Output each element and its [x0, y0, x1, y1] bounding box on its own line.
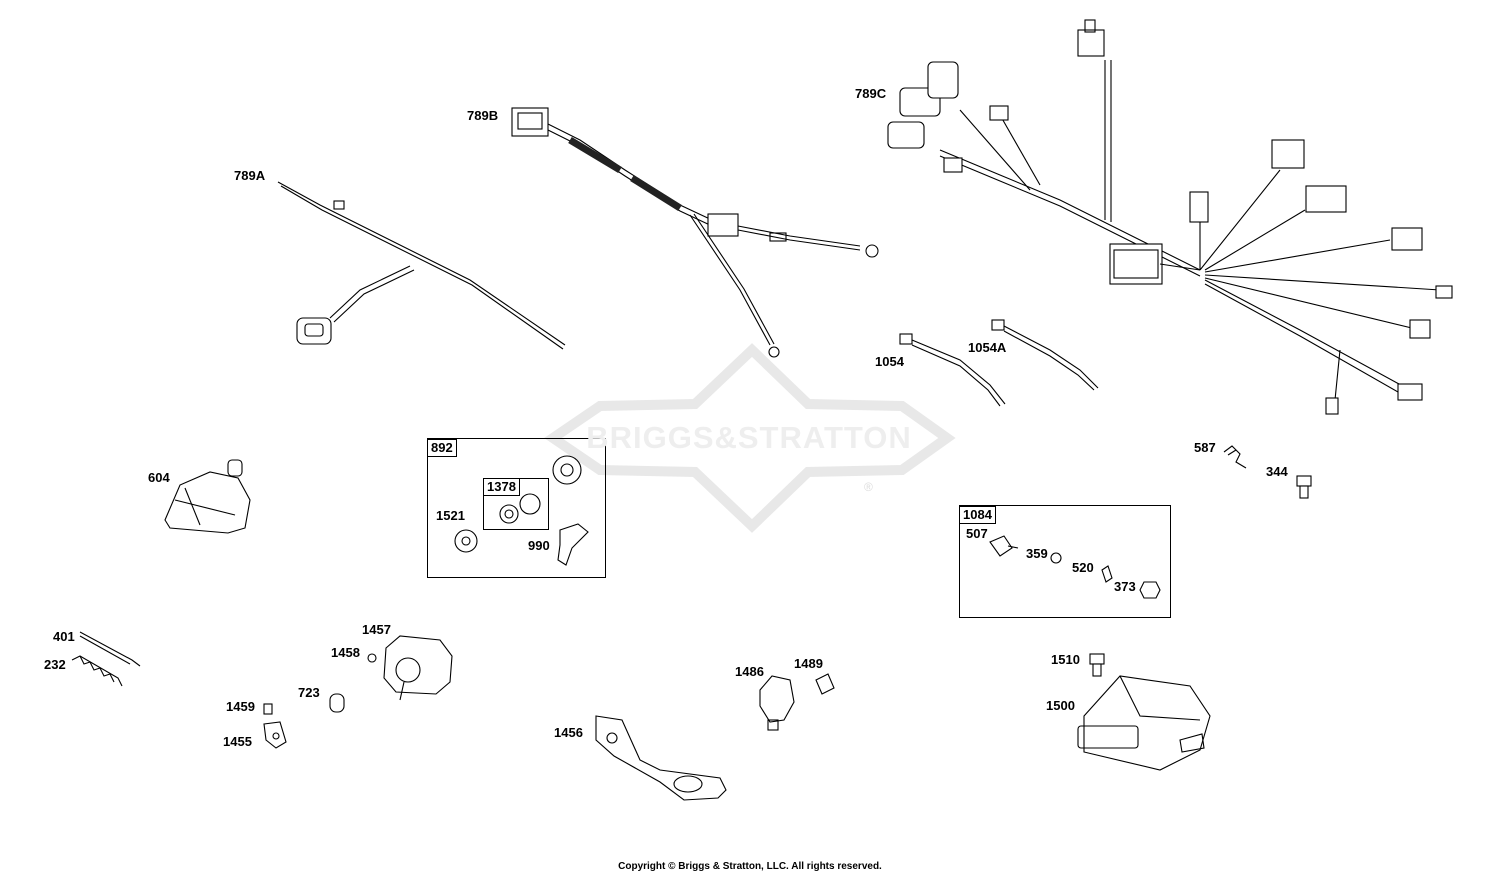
bolt-1489 [815, 673, 835, 695]
cable-tie-1054 [899, 333, 1006, 407]
screw-1458 [367, 653, 377, 663]
watermark-registered-mark: ® [864, 480, 873, 494]
pin-1459 [263, 703, 273, 715]
bolt-344 [1296, 475, 1312, 499]
actuator-1457 [383, 635, 453, 701]
clip-587 [1223, 445, 1247, 469]
watermark-brand-text: BRIGGS&STRATTON [586, 420, 912, 455]
callout-1510[interactable]: 1510 [1051, 652, 1080, 667]
callout-723[interactable]: 723 [298, 685, 320, 700]
callout-604[interactable]: 604 [148, 470, 170, 485]
callout-1486[interactable]: 1486 [735, 664, 764, 679]
callout-1500[interactable]: 1500 [1046, 698, 1075, 713]
cable-tie-1054a [991, 319, 1099, 391]
bracket-1456 [595, 715, 727, 801]
kit-label-1378: 1378 [483, 478, 520, 496]
callout-1458[interactable]: 1458 [331, 645, 360, 660]
callout-232[interactable]: 232 [44, 657, 66, 672]
kit-label-892: 892 [427, 439, 457, 457]
bolt-1510 [1089, 653, 1105, 677]
callout-359[interactable]: 359 [1026, 546, 1048, 561]
callout-1459[interactable]: 1459 [226, 699, 255, 714]
briggs-stratton-watermark [544, 343, 956, 533]
callout-520[interactable]: 520 [1072, 560, 1094, 575]
spacer-723 [329, 693, 345, 713]
callout-789b[interactable]: 789B [467, 108, 499, 123]
spring-232 [71, 655, 123, 687]
ecu-1500 [1077, 675, 1211, 771]
copyright-notice: Copyright © Briggs & Stratton, LLC. All … [618, 861, 882, 872]
callout-1054[interactable]: 1054 [875, 354, 904, 369]
callout-344[interactable]: 344 [1266, 464, 1288, 479]
harness-789a [277, 181, 566, 350]
sensor-1486 [759, 675, 795, 731]
callout-401[interactable]: 401 [53, 629, 75, 644]
harness-789c [887, 19, 1453, 415]
kit-box-892 [427, 438, 606, 578]
callout-373[interactable]: 373 [1114, 579, 1136, 594]
callout-587[interactable]: 587 [1194, 440, 1216, 455]
callout-990[interactable]: 990 [528, 538, 550, 553]
callout-1457[interactable]: 1457 [362, 622, 391, 637]
switch-kit-1084-contents [989, 535, 1161, 599]
callout-1456[interactable]: 1456 [554, 725, 583, 740]
rod-401 [79, 631, 141, 667]
callout-1054a[interactable]: 1054A [968, 340, 1007, 355]
callout-507[interactable]: 507 [966, 526, 988, 541]
callout-1455[interactable]: 1455 [223, 734, 252, 749]
bracket-1455 [263, 721, 287, 749]
callout-1521[interactable]: 1521 [436, 508, 465, 523]
cover-604 [164, 459, 251, 534]
callout-789a[interactable]: 789A [234, 168, 266, 183]
harness-789b [511, 107, 879, 358]
kit-label-1084: 1084 [959, 506, 996, 524]
kit-box-1084 [959, 505, 1171, 618]
callout-1489[interactable]: 1489 [794, 656, 823, 671]
ignition-kit-892-contents [454, 455, 589, 566]
callout-789c[interactable]: 789C [855, 86, 887, 101]
